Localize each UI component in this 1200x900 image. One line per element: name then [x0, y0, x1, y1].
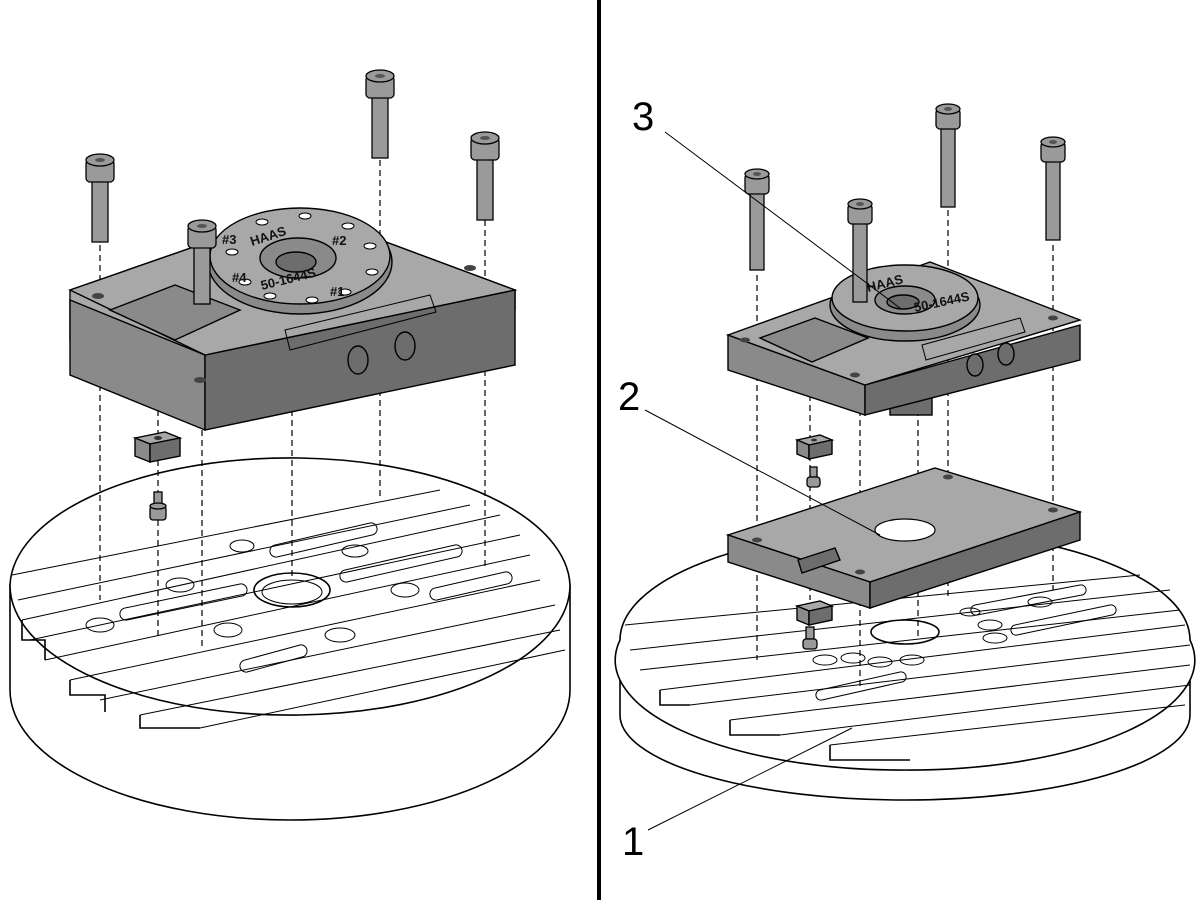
- right-upper-locating-key: [794, 434, 835, 488]
- right-bolt-4: [1040, 136, 1066, 241]
- left-plate-hole-label-2: #2: [332, 233, 346, 248]
- left-locating-key: [132, 431, 183, 464]
- callout-3-leader: [664, 131, 901, 309]
- left-rotary-table: [9, 457, 571, 821]
- left-plate-hole-label-1: #1: [330, 284, 344, 299]
- right-adapter-plate: HAAS 50-1644S: [725, 261, 1083, 416]
- callout-3: 3: [632, 95, 654, 139]
- left-key-screw: [149, 491, 167, 521]
- left-bolt-2: [187, 219, 217, 305]
- callout-2-leader: [644, 409, 881, 536]
- right-panel: HAAS 50-1644S: [614, 95, 1196, 864]
- right-rotary-table: [614, 529, 1196, 801]
- callout-2: 2: [618, 375, 640, 419]
- left-adapter-plate: HAAS 50-1644S #1 #2 #3 #4: [68, 207, 518, 432]
- left-bolt-3: [365, 69, 395, 159]
- left-panel: HAAS 50-1644S #1 #2 #3 #4: [9, 69, 571, 821]
- callout-1-leader: [647, 727, 853, 831]
- left-bolt-1: [85, 153, 115, 243]
- left-plate-hole-label-3: #3: [222, 232, 236, 247]
- right-bolt-3: [935, 103, 961, 208]
- left-plate-hole-label-4: #4: [232, 270, 247, 285]
- right-lower-locating-key: [794, 600, 835, 650]
- right-sub-plate: [725, 467, 1083, 609]
- callout-1: 1: [622, 820, 644, 864]
- callout-leaders: [644, 131, 901, 831]
- right-bolt-1: [744, 168, 770, 271]
- left-bolt-4: [470, 131, 500, 221]
- right-bolt-2: [847, 198, 873, 303]
